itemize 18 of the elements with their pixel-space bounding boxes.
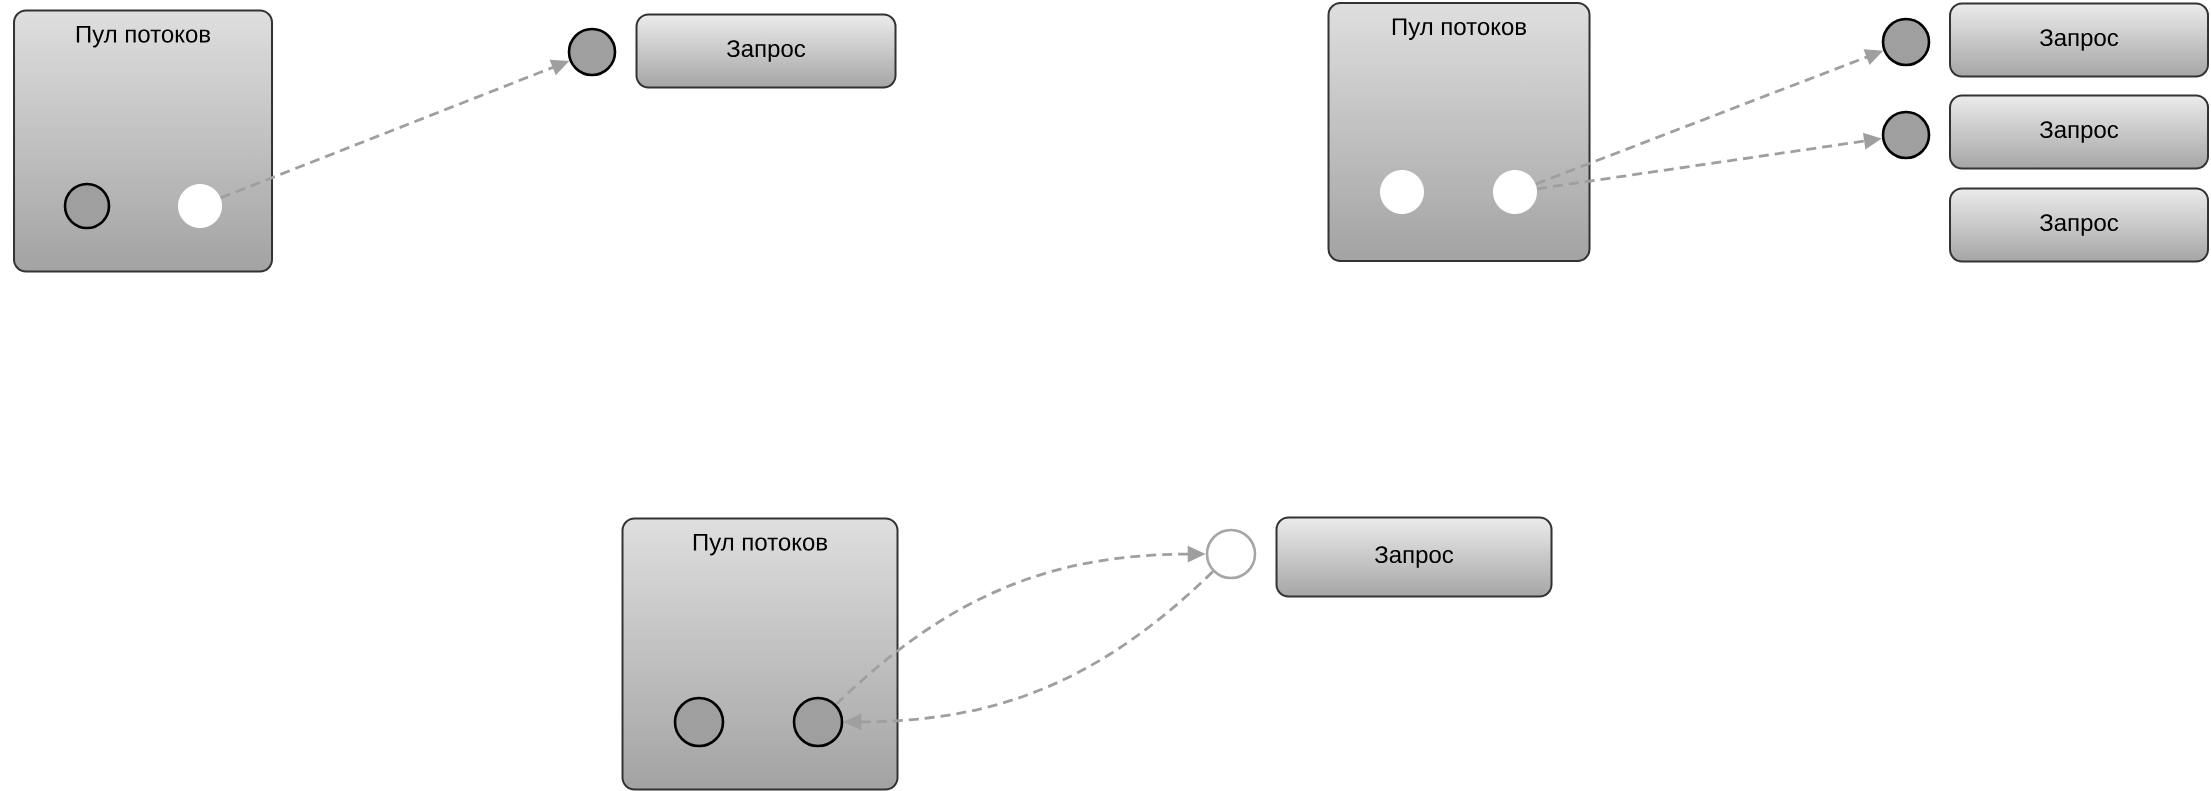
circle xyxy=(1380,170,1424,214)
circle xyxy=(567,27,617,77)
circle xyxy=(1493,170,1537,214)
circle xyxy=(673,696,725,748)
request-box: Запрос xyxy=(1275,516,1553,598)
request-box: Запрос xyxy=(1949,2,2209,78)
circle xyxy=(1881,110,1931,160)
circle xyxy=(1881,17,1931,67)
request-box: Запрос xyxy=(1949,94,2209,170)
circle xyxy=(178,184,222,228)
request-box: Запрос xyxy=(635,13,897,89)
circle xyxy=(1205,528,1257,580)
pool-box: Пул потоков xyxy=(13,9,273,273)
circle xyxy=(792,696,844,748)
circle xyxy=(63,182,111,230)
pool-box: Пул потоков xyxy=(1327,2,1591,262)
pool-box: Пул потоков xyxy=(621,517,899,791)
request-box: Запрос xyxy=(1949,187,2209,263)
